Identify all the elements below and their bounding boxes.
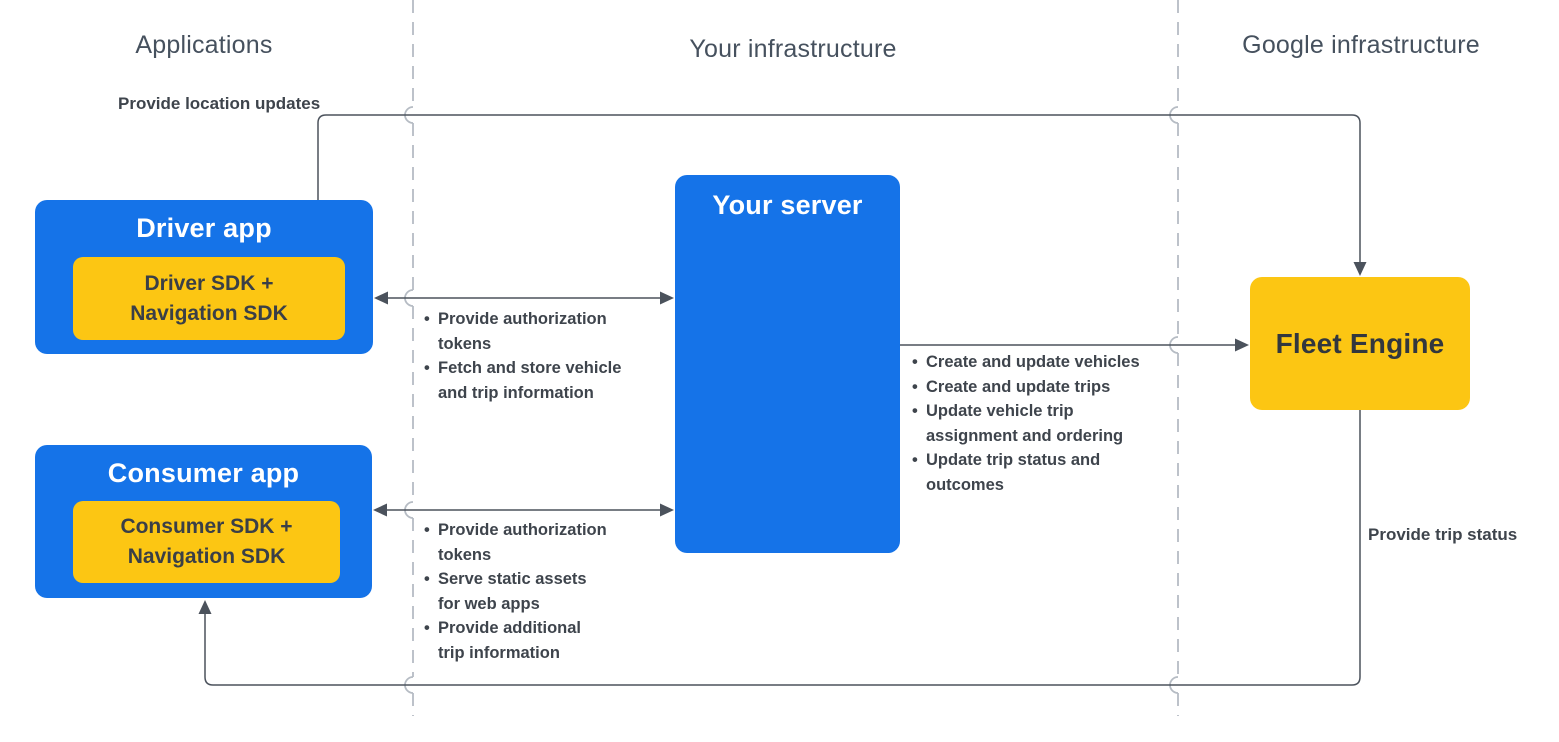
consumer-sdk-box: Consumer SDK + Navigation SDK: [73, 501, 340, 583]
column-header-applications: Applications: [135, 31, 273, 59]
driver-sdk-label: Driver SDK + Navigation SDK: [130, 271, 288, 325]
bullet-item: Create and update trips: [911, 375, 1176, 400]
bullet-item: Fetch and store vehicle and trip informa…: [423, 356, 668, 405]
bullet-item: Provide additional trip information: [423, 616, 668, 665]
consumer-app-label: Consumer app: [107, 458, 300, 488]
bullet-item: Serve static assets for web apps: [423, 567, 668, 616]
fleet-engine-box: Fleet Engine: [1250, 277, 1470, 410]
your-server-label: Your server: [712, 190, 863, 220]
your-server-box: Your server: [675, 175, 900, 553]
consumer-server-bullet-list: Provide authorization tokensServe static…: [423, 518, 668, 665]
bullet-item: Update vehicle trip assignment and order…: [911, 399, 1176, 448]
bullet-item: Provide authorization tokens: [423, 518, 668, 567]
arrow-consumer-server: [373, 503, 674, 517]
bullet-item: Provide authorization tokens: [423, 307, 668, 356]
column-header-google-infrastructure: Google infrastructure: [1242, 31, 1480, 59]
column-header-your-infrastructure: Your infrastructure: [689, 35, 897, 63]
driver-sdk-box: Driver SDK + Navigation SDK: [73, 257, 345, 340]
arrow-driver-server: [374, 291, 674, 305]
consumer-sdk-label: Consumer SDK + Navigation SDK: [120, 515, 293, 568]
divider-applications-infrastructure: [404, 0, 414, 716]
driver-server-bullet-list: Provide authorization tokensFetch and st…: [423, 307, 668, 405]
driver-app-label: Driver app: [136, 213, 272, 243]
server-fleet-bullet-list: Create and update vehiclesCreate and upd…: [911, 350, 1176, 497]
consumer-app-box: Consumer app Consumer SDK + Navigation S…: [35, 445, 372, 598]
bullet-item: Update trip status and outcomes: [911, 448, 1176, 497]
fleet-engine-label: Fleet Engine: [1275, 327, 1445, 359]
driver-app-box: Driver app Driver SDK + Navigation SDK: [35, 200, 373, 354]
bullet-item: Create and update vehicles: [911, 350, 1176, 375]
provide-trip-status-label: Provide trip status: [1368, 525, 1518, 544]
provide-location-updates-label: Provide location updates: [118, 94, 321, 113]
